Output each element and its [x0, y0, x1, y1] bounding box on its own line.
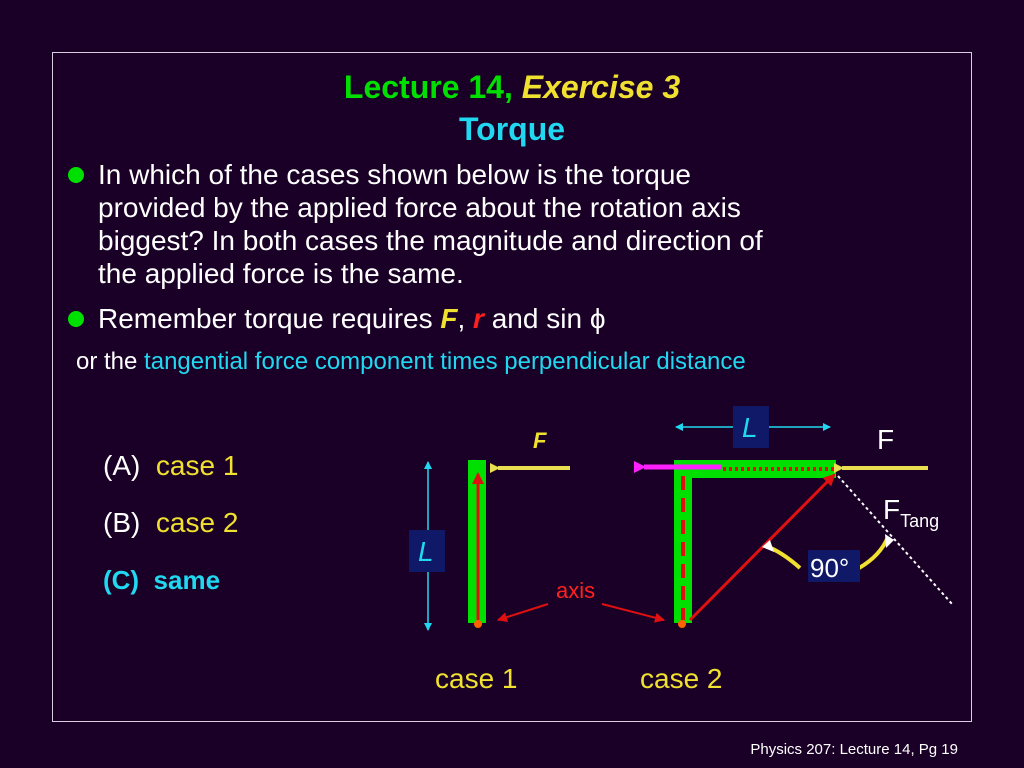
angle-arrowhead-right: [885, 534, 894, 548]
hint-prefix: or the: [76, 348, 145, 375]
bullet-2-before: Remember torque requires: [98, 303, 441, 334]
bullet-1-line-4: the applied force is the same.: [98, 258, 464, 289]
bullet-2-radius: r: [473, 303, 484, 334]
tang-label-main: F: [883, 494, 900, 525]
bullet-1-line-1: In which of the cases shown below is the…: [98, 159, 692, 190]
bullet-2-phi: ϕ: [589, 303, 606, 334]
option-c[interactable]: (C) same: [103, 565, 220, 596]
bullet-2-after: and sin: [483, 303, 590, 334]
case1-caption: case 1: [435, 663, 518, 694]
case2-radius-arrow: [688, 473, 836, 622]
axis-pointer-right: [601, 603, 665, 623]
angle-label: 90°: [810, 553, 849, 583]
axis-label: axis: [556, 578, 595, 603]
slide-footer: Physics 207: Lecture 14, Pg 19: [750, 741, 958, 758]
case2-axis-point: [678, 620, 686, 628]
axis-pointer-left: [497, 603, 549, 623]
case2-force-label: F: [877, 424, 894, 455]
bullet-1-line-3: biggest? In both cases the magnitude and…: [98, 225, 763, 256]
slide-frame: [52, 52, 972, 722]
title-exercise: Exercise 3: [521, 69, 681, 105]
case1-length-label: L: [418, 536, 434, 567]
bullet-1-text: In which of the cases shown below is the…: [98, 158, 763, 290]
case2-vertical-rod: [674, 460, 692, 623]
case2-length-label: L: [742, 412, 758, 443]
option-a-value: case 1: [155, 450, 239, 481]
slide-subtitle: Torque: [458, 111, 566, 147]
option-b-letter: (B): [103, 507, 141, 538]
bullet-2-text: Remember torque requires F, r and sin ϕ: [98, 302, 606, 335]
hint-note: or the tangential force component times …: [76, 348, 746, 376]
angle-arrowhead-left: [762, 540, 774, 552]
case2-tang-label: FTang: [883, 494, 939, 531]
case1-length-box: [409, 530, 445, 572]
bullet-2-comma: ,: [457, 303, 474, 334]
option-a-letter: (A): [103, 450, 141, 481]
option-b[interactable]: (B) case 2: [103, 507, 238, 539]
angle-label-box: [808, 550, 860, 582]
angle-arc-right: [857, 536, 890, 570]
bullet-2-force: F: [440, 303, 458, 334]
case2-radial-extension: [837, 475, 953, 605]
case2-length-box: [733, 406, 769, 448]
option-c-letter: (C): [103, 565, 140, 595]
case2-caption: case 2: [640, 663, 723, 694]
option-a[interactable]: (A) case 1: [103, 450, 238, 482]
bullet-1-dot: [68, 167, 84, 183]
title-prefix: Lecture 14,: [343, 69, 513, 105]
option-c-value: same: [153, 565, 221, 595]
option-b-value: case 2: [155, 507, 239, 538]
bullet-1-line-2: provided by the applied force about the …: [98, 192, 741, 223]
case1-force-label: F: [533, 428, 547, 453]
slide-title: Lecture 14, Exercise 3: [0, 68, 1024, 106]
case1-axis-point: [474, 620, 482, 628]
bullet-2-dot: [68, 311, 84, 327]
tang-label-sub: Tang: [900, 511, 939, 531]
hint-highlight: tangential force component times perpend…: [144, 348, 746, 375]
